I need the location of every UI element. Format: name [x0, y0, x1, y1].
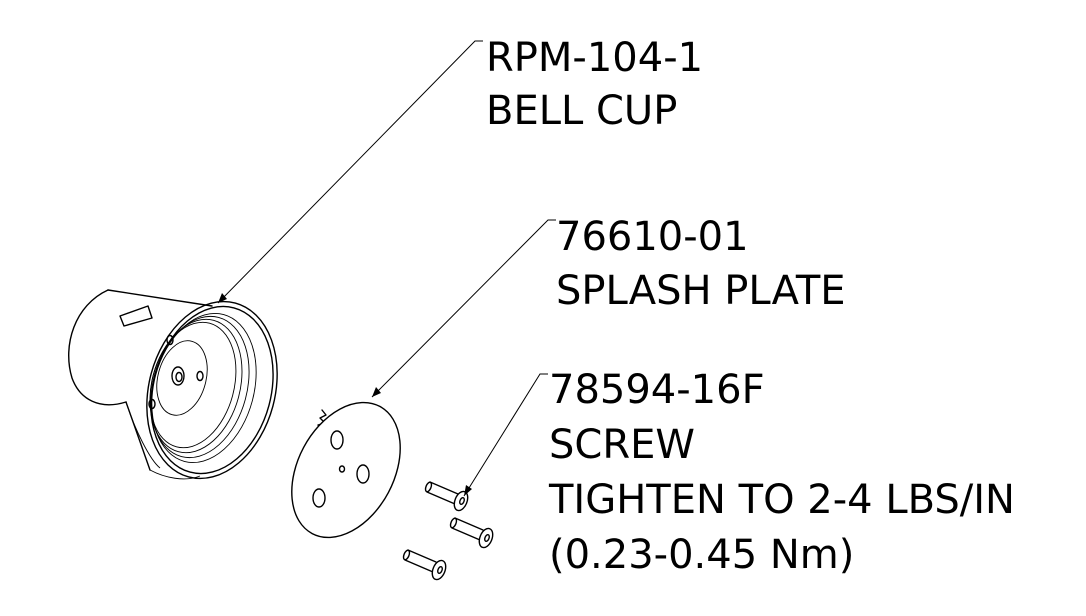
screw-part-3 [402, 549, 447, 581]
bell-cup-part [68, 289, 278, 480]
bell-cup-leader-line [217, 40, 483, 304]
splash-plate-leader-line [371, 219, 556, 398]
screw-torque-metric: (0.23-0.45 Nm) [549, 532, 855, 578]
screw-torque-instruction: TIGHTEN TO 2-4 LBS/IN [549, 477, 1015, 523]
screw-part-2 [449, 517, 494, 549]
screw-part-number: 78594-16F [549, 367, 765, 413]
splash-plate-name: SPLASH PLATE [556, 268, 846, 314]
splash-plate-part-number: 76610-01 [556, 214, 749, 260]
splash-plate-part [291, 401, 401, 539]
bell-cup-name: BELL CUP [486, 88, 678, 134]
screw-leader-line [463, 373, 548, 497]
screw-name: SCREW [549, 422, 695, 468]
bell-cup-part-number: RPM-104-1 [486, 35, 704, 81]
screw-part-1 [424, 481, 469, 512]
